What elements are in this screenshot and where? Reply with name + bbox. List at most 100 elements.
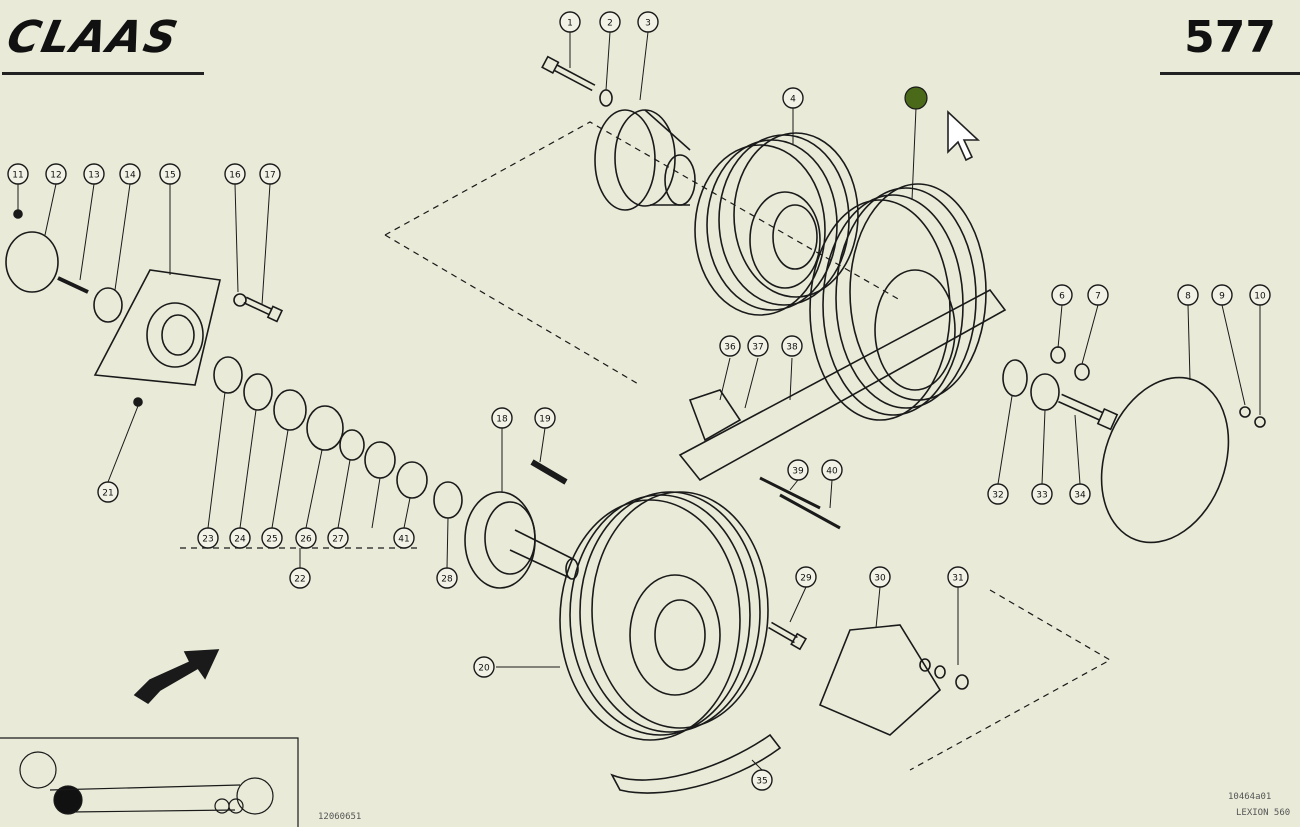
callout-6: 6 bbox=[1051, 284, 1073, 306]
svg-text:27: 27 bbox=[332, 535, 343, 545]
callout-38: 38 bbox=[781, 335, 803, 357]
bolt-part-1 bbox=[541, 55, 596, 92]
callout-9: 9 bbox=[1211, 284, 1233, 306]
bolt-part-34 bbox=[1058, 393, 1119, 431]
svg-text:36: 36 bbox=[724, 343, 736, 353]
arm-part-38 bbox=[678, 288, 1007, 482]
svg-text:28: 28 bbox=[441, 575, 453, 585]
drawing-code-left: 12060651 bbox=[318, 812, 362, 822]
nut-part-7 bbox=[1074, 363, 1090, 381]
callout-41: 41 bbox=[393, 527, 415, 549]
pin-part-13 bbox=[57, 276, 89, 294]
callout-16: 16 bbox=[224, 163, 246, 185]
ring-part-25 bbox=[273, 389, 307, 431]
callout-34: 34 bbox=[1069, 483, 1091, 505]
svg-text:25: 25 bbox=[266, 535, 277, 545]
ring-part-12 bbox=[5, 231, 59, 293]
screw-part-9 bbox=[1239, 406, 1251, 418]
seal-part-23a bbox=[213, 356, 243, 394]
callout-11: 11 bbox=[7, 163, 29, 185]
svg-text:1: 1 bbox=[567, 19, 573, 29]
callout-4: 4 bbox=[782, 87, 804, 109]
svg-text:6: 6 bbox=[1059, 292, 1065, 302]
seal-part-23b bbox=[396, 461, 428, 499]
fasteners-part-31 bbox=[919, 658, 969, 690]
stud-part-39 bbox=[759, 476, 821, 510]
svg-text:23: 23 bbox=[202, 535, 213, 545]
shaft-part-18 bbox=[464, 491, 579, 589]
callout-32: 32 bbox=[987, 483, 1009, 505]
svg-text:18: 18 bbox=[496, 415, 508, 425]
callout-19: 19 bbox=[534, 407, 556, 429]
callout-36: 36 bbox=[719, 335, 741, 357]
svg-text:34: 34 bbox=[1074, 491, 1086, 501]
svg-text:20: 20 bbox=[478, 664, 490, 674]
callout-12: 12 bbox=[45, 163, 67, 185]
svg-text:7: 7 bbox=[1095, 292, 1101, 302]
svg-text:21: 21 bbox=[102, 489, 113, 499]
svg-text:24: 24 bbox=[234, 535, 246, 545]
callout-17: 17 bbox=[259, 163, 281, 185]
callout-7: 7 bbox=[1087, 284, 1109, 306]
svg-text:35: 35 bbox=[756, 777, 767, 787]
svg-text:41: 41 bbox=[398, 535, 409, 545]
callout-37: 37 bbox=[747, 335, 769, 357]
logo-underline bbox=[2, 72, 204, 75]
svg-text:11: 11 bbox=[12, 171, 23, 181]
callout-18: 18 bbox=[491, 407, 513, 429]
svg-text:33: 33 bbox=[1036, 491, 1047, 501]
callout-20: 20 bbox=[473, 656, 495, 678]
bushing-part-33 bbox=[1030, 373, 1060, 411]
ring-part-32 bbox=[1002, 359, 1028, 397]
svg-text:2: 2 bbox=[607, 19, 613, 29]
grease-nipple-part-21 bbox=[133, 397, 143, 407]
grease-nipple-part-11 bbox=[13, 209, 23, 219]
callout-28: 28 bbox=[436, 567, 458, 589]
callout-24: 24 bbox=[229, 527, 251, 549]
callout-29: 29 bbox=[795, 566, 817, 588]
callout-14: 14 bbox=[119, 163, 141, 185]
callout-13: 13 bbox=[83, 163, 105, 185]
bolt-part-17 bbox=[243, 296, 284, 323]
svg-text:22: 22 bbox=[294, 575, 305, 585]
callout-26: 26 bbox=[295, 527, 317, 549]
svg-text:19: 19 bbox=[539, 415, 551, 425]
ring-part-27 bbox=[339, 429, 365, 461]
drawing-code-right: 10464a01 bbox=[1228, 792, 1272, 802]
callout-15: 15 bbox=[159, 163, 181, 185]
svg-text:32: 32 bbox=[992, 491, 1003, 501]
leader-lines bbox=[17, 31, 1261, 771]
bearing-housing-part-15 bbox=[93, 269, 221, 386]
model-code: LEXION 560 bbox=[1236, 808, 1291, 818]
svg-text:37: 37 bbox=[752, 343, 763, 353]
callout-22: 22 bbox=[289, 567, 311, 589]
cover-plate-part-8 bbox=[1100, 376, 1230, 544]
callout-1: 1 bbox=[559, 11, 581, 33]
svg-text:9: 9 bbox=[1219, 292, 1225, 302]
ring-part-28a bbox=[364, 441, 396, 479]
key-part-19 bbox=[530, 459, 568, 485]
svg-text:4: 4 bbox=[790, 95, 796, 105]
svg-text:31: 31 bbox=[952, 574, 963, 584]
svg-text:10: 10 bbox=[1254, 292, 1266, 302]
callout-25: 25 bbox=[261, 527, 283, 549]
stud-part-40 bbox=[779, 493, 841, 530]
svg-text:30: 30 bbox=[874, 574, 886, 584]
highlight-callout-5 bbox=[904, 86, 928, 110]
callout-39: 39 bbox=[787, 459, 809, 481]
idler-wheel-part-20 bbox=[559, 491, 769, 741]
svg-text:39: 39 bbox=[792, 467, 804, 477]
washer-part-6 bbox=[1050, 346, 1066, 364]
direction-arrow-icon bbox=[133, 649, 220, 705]
mouse-pointer-icon bbox=[947, 110, 981, 162]
ring-part-28b bbox=[433, 481, 463, 519]
washer-part-2 bbox=[599, 89, 613, 107]
flange-hub-part-3 bbox=[594, 109, 696, 211]
belt-segment-part-35 bbox=[610, 733, 782, 794]
pulley-part-4 bbox=[694, 132, 859, 316]
callout-2: 2 bbox=[599, 11, 621, 33]
callout-3: 3 bbox=[637, 11, 659, 33]
